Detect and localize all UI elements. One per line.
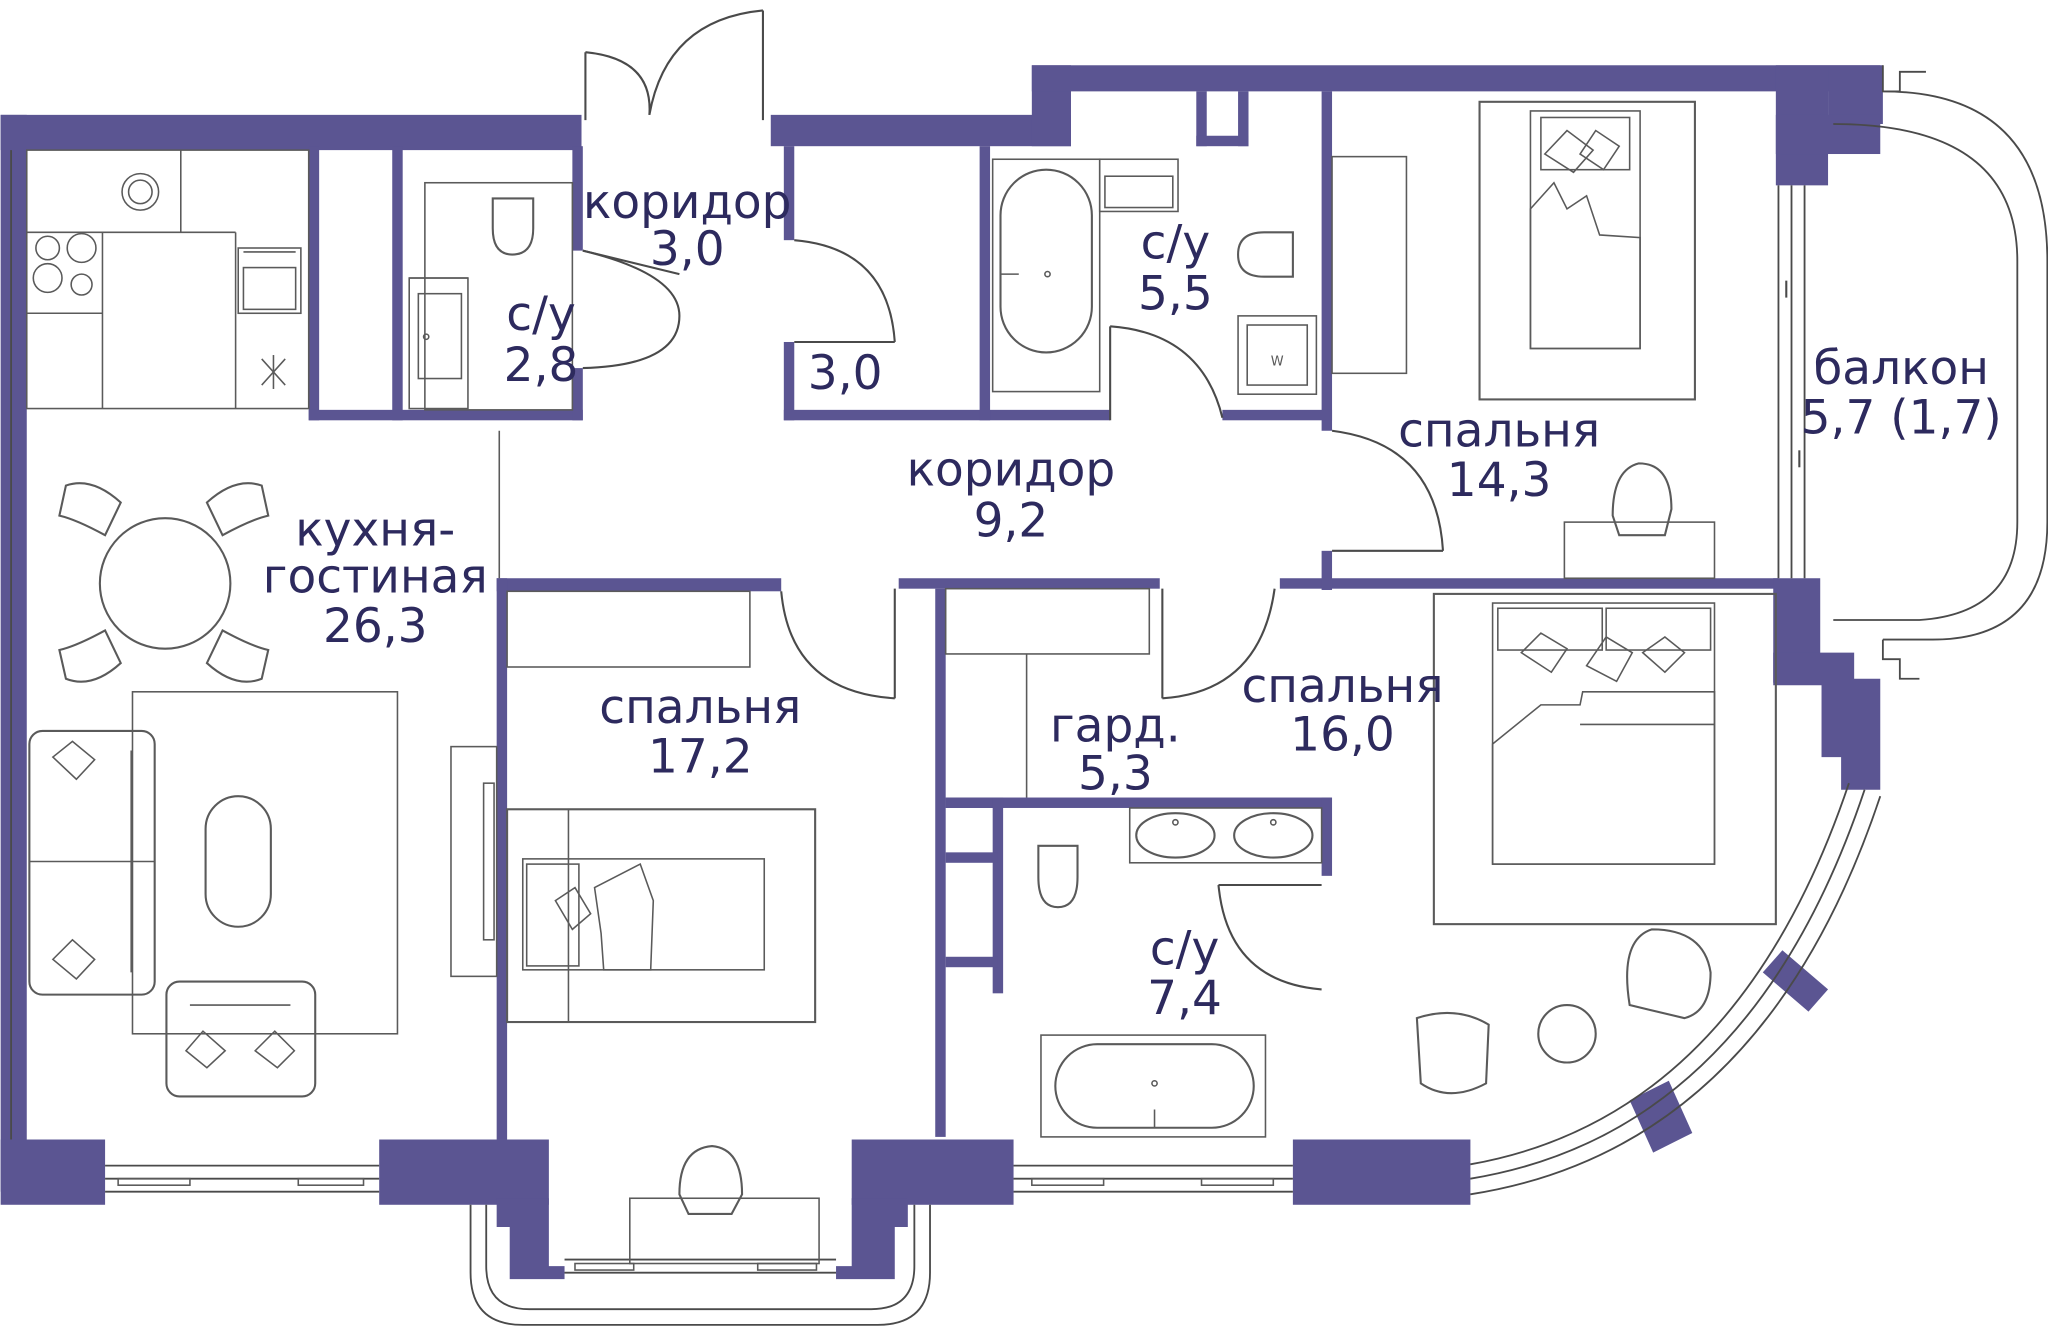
doors — [582, 9, 1801, 991]
windows — [10, 65, 2048, 1326]
wardrobe-name: гард. — [1050, 698, 1181, 753]
corridor-main-area: 9,2 — [974, 493, 1049, 548]
bedroom-center-area: 17,2 — [648, 730, 753, 785]
balcony-area: 5,7 (1,7) — [1801, 390, 2002, 445]
wc-master-name: с/у — [1141, 215, 1210, 270]
room-labels: коридор 3,0 с/у 2,8 3,0 с/у 5,5 коридор … — [263, 175, 2002, 1026]
wardrobe-area: 5,3 — [1078, 747, 1153, 802]
kitchen-living-area: 26,3 — [323, 599, 428, 654]
wc-small-name: с/у — [506, 287, 575, 342]
bedroom-north-name: спальня — [1398, 403, 1600, 458]
furniture: W — [25, 100, 1777, 1265]
kitchen-living-name-1: кухня- — [295, 503, 455, 558]
balcony-name: балкон — [1813, 341, 1989, 396]
corridor-entry-name: коридор — [583, 175, 792, 230]
bath-big-name: с/у — [1150, 922, 1219, 977]
wc-small-area: 2,8 — [504, 338, 579, 393]
storage-area: 3,0 — [808, 346, 883, 401]
walls — [0, 65, 1883, 1280]
corridor-main-name: коридор — [907, 443, 1116, 498]
wc-master-area: 5,5 — [1138, 266, 1213, 321]
bedroom-center-name: спальня — [599, 680, 801, 735]
svg-text:W: W — [1271, 354, 1284, 369]
corridor-entry-area: 3,0 — [650, 222, 725, 277]
bedroom-north-area: 14,3 — [1447, 453, 1552, 508]
kitchen-living-name-2: гостиная — [263, 550, 488, 605]
bath-big-area: 7,4 — [1147, 971, 1222, 1026]
bedroom-east-area: 16,0 — [1290, 708, 1395, 763]
bedroom-east-name: спальня — [1241, 659, 1443, 714]
